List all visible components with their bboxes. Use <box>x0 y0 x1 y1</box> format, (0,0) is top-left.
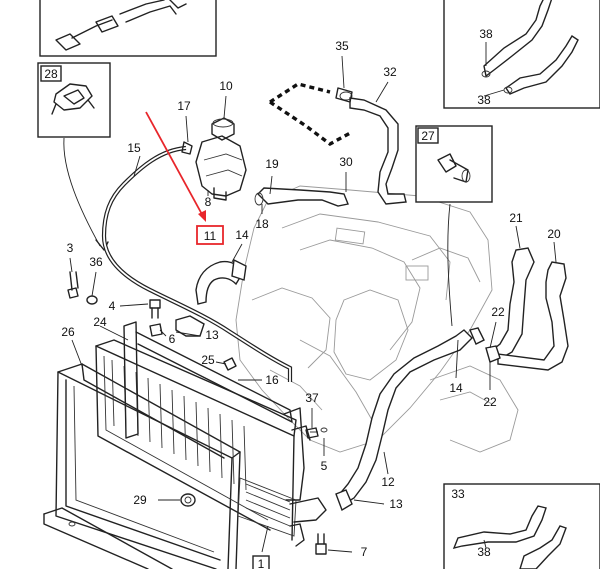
callout-14-upper: 14 <box>235 228 249 242</box>
highlight-box-11 <box>196 225 224 245</box>
callout-36: 36 <box>89 255 103 269</box>
callout-35: 35 <box>335 39 349 53</box>
hose-13-lower <box>335 489 353 512</box>
bolt-3 <box>67 271 79 299</box>
callout-20: 20 <box>547 227 561 241</box>
callout-38-bottom: 38 <box>477 545 491 559</box>
callout-33: 33 <box>451 487 465 501</box>
callout-12: 12 <box>381 475 395 489</box>
leader-inset-28 <box>63 137 101 247</box>
hose-20 <box>497 261 569 371</box>
callout-21: 21 <box>509 211 523 225</box>
inset-box-top-right <box>443 0 600 109</box>
clamp-35 <box>339 91 353 101</box>
inset-box-bottom-right <box>443 483 600 574</box>
callout-1-group: 1 <box>252 555 270 573</box>
callout-27: 27 <box>421 129 435 143</box>
bolt-7 <box>315 533 327 555</box>
hose-32 <box>349 97 407 205</box>
inset-box-28: 28 <box>37 62 111 138</box>
inset-box-27: 27 <box>415 125 493 203</box>
callout-13-upper: 13 <box>205 328 219 342</box>
expansion-tank <box>195 135 247 201</box>
hose-19 <box>257 187 349 207</box>
callout-11: 11 <box>204 229 217 243</box>
callout-22-upper: 22 <box>491 305 505 319</box>
fitting-22-left <box>469 327 485 345</box>
pipe-fitting-17 <box>181 141 193 155</box>
callout-29: 29 <box>133 493 147 507</box>
callout-1: 1 <box>258 557 265 569</box>
grommet-29 <box>180 493 196 507</box>
pipe-15-inner <box>103 147 291 382</box>
callout-box-28 <box>40 65 62 82</box>
callout-22-lower: 22 <box>483 395 497 409</box>
callout-17: 17 <box>177 99 191 113</box>
pipe-15-outer <box>101 145 293 382</box>
leader-lines <box>69 42 557 553</box>
bolt-37 <box>305 427 328 439</box>
callout-8: 8 <box>205 195 212 209</box>
callout-13-lower: 13 <box>389 497 403 511</box>
callout-32: 32 <box>383 65 397 79</box>
callout-37: 37 <box>305 391 319 405</box>
hose-14-upper <box>195 260 243 305</box>
hose-14-clamp <box>231 258 247 281</box>
callout-labels: 11 10 17 15 8 19 18 30 35 32 14 3 36 4 2… <box>61 27 561 559</box>
fitting-22-right <box>485 345 501 363</box>
callout-box-27 <box>417 127 439 144</box>
hose-12 <box>337 329 473 505</box>
callout-38-top: 38 <box>479 27 493 41</box>
callout-10: 10 <box>219 79 233 93</box>
callout-24: 24 <box>93 315 107 329</box>
callout-5: 5 <box>321 459 328 473</box>
callout-38-top-lower: 38 <box>477 93 491 107</box>
clip-36 <box>86 295 98 305</box>
radiator-side-tank <box>123 321 327 547</box>
callout-19: 19 <box>265 157 279 171</box>
bolt-4 <box>149 299 161 319</box>
inset-box-top-left <box>39 0 217 57</box>
callout-18: 18 <box>255 217 269 231</box>
clip-25 <box>223 357 237 371</box>
dashed-bracket <box>269 82 353 147</box>
red-pointer-arrow <box>145 111 224 245</box>
engine-block <box>235 185 519 453</box>
callout-16: 16 <box>265 373 279 387</box>
callout-15: 15 <box>127 141 141 155</box>
hose-21 <box>488 247 535 361</box>
callout-28: 28 <box>44 67 58 81</box>
callout-26: 26 <box>61 325 75 339</box>
callout-3: 3 <box>67 241 74 255</box>
callout-7: 7 <box>361 545 368 559</box>
callout-25: 25 <box>201 353 215 367</box>
callout-30: 30 <box>339 155 353 169</box>
callout-14-lower: 14 <box>449 381 463 395</box>
hose-18-end <box>254 192 264 206</box>
clip-6 <box>149 323 163 337</box>
leader-inset-27 <box>447 203 453 327</box>
callout-6: 6 <box>169 332 176 346</box>
callout-4: 4 <box>109 299 116 313</box>
radiator-frame <box>55 363 241 570</box>
bottom-rail <box>43 507 173 570</box>
